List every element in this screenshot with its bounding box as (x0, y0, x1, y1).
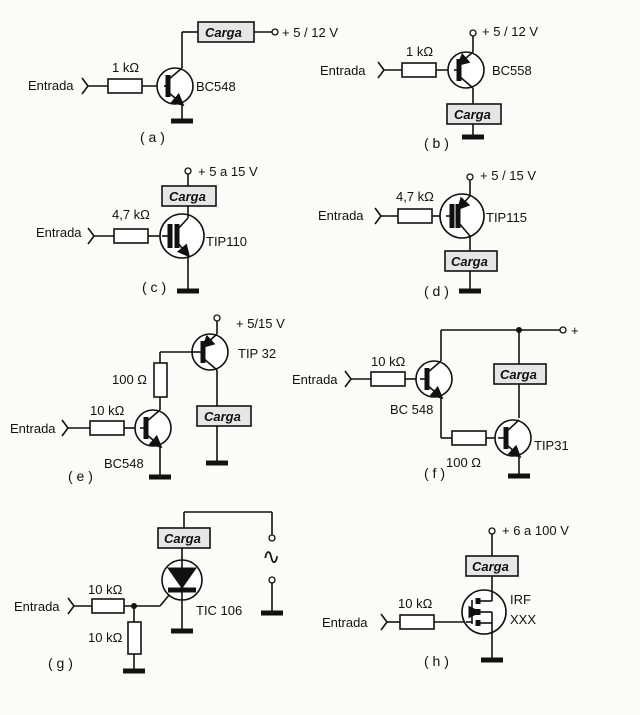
caption-f: ( f ) (424, 465, 445, 481)
base-resistor-d (397, 208, 433, 224)
input-label-g: Entrada (14, 599, 60, 614)
load-label-g: Carga (164, 531, 201, 546)
ac-symbol-g: ∿ (262, 544, 280, 569)
load-box-f (493, 363, 547, 385)
device-label-h-1: IRF (510, 592, 531, 607)
supply-label-h: + 6 a 100 V (502, 523, 569, 538)
supply-label-f: + (571, 323, 579, 338)
transistor-2-label-f: TIP31 (534, 438, 569, 453)
load-box-d (444, 250, 498, 272)
series-resistor-value-g: 10 kΩ (88, 582, 123, 597)
caption-d: ( d ) (424, 283, 449, 299)
shunt-resistor-g (127, 621, 142, 655)
supply-label-e: + 5/15 V (236, 316, 285, 331)
supply-terminal-f (559, 326, 567, 334)
input-label-f: Entrada (292, 372, 338, 387)
load-label-h: Carga (472, 559, 509, 574)
input-connector-f (344, 370, 352, 388)
series-resistor-g (91, 598, 125, 614)
input-connector-h (380, 613, 388, 631)
input-connector-b (377, 61, 385, 79)
supply-label-d: + 5 / 15 V (480, 168, 536, 183)
base-resistor-value-b: 1 kΩ (406, 44, 433, 59)
load-box-e (196, 405, 252, 427)
input-label-b: Entrada (320, 63, 366, 78)
circuit-b: Entrada 1 kΩ + 5 / 12 V BC558 Carga ( b … (320, 24, 538, 151)
mid-resistor-value-f: 100 Ω (446, 455, 481, 470)
supply-terminal-b (469, 29, 477, 37)
transistor-label-c: TIP110 (206, 234, 247, 249)
shunt-resistor-value-g: 10 kΩ (88, 630, 123, 645)
transistor-2-label-e: TIP 32 (238, 346, 276, 361)
load-label-d: Carga (451, 254, 488, 269)
circuit-d: Entrada 4,7 kΩ + 5 / 15 V TIP115 Carga (… (318, 168, 536, 299)
input-connector-a (81, 77, 89, 95)
supply-terminal-e (213, 314, 221, 322)
base-resistor-value-c: 4,7 kΩ (112, 207, 150, 222)
transistor-label-b: BC558 (492, 63, 532, 78)
ac-terminal-top-g (268, 534, 276, 542)
base-resistor-c (113, 228, 149, 244)
device-label-g: TIC 106 (196, 603, 242, 618)
load-label-f: Carga (500, 367, 537, 382)
base-resistor-e (89, 420, 125, 436)
input-label-a: Entrada (28, 78, 74, 93)
mid-resistor-value-e: 100 Ω (112, 372, 147, 387)
transistor-1-label-f: BC 548 (390, 402, 433, 417)
circuit-f: Entrada 10 kΩ + BC 548 100 Ω Carga TIP31… (292, 323, 579, 481)
input-label-e: Entrada (10, 421, 56, 436)
input-label-d: Entrada (318, 208, 364, 223)
base-resistor-value-f: 10 kΩ (371, 354, 406, 369)
base-resistor-a (107, 78, 143, 94)
base-resistor-value-d: 4,7 kΩ (396, 189, 434, 204)
ac-terminal-bottom-g (268, 576, 276, 584)
caption-e: ( e ) (68, 468, 93, 484)
base-resistor-b (401, 62, 437, 78)
caption-g: ( g ) (48, 655, 73, 671)
supply-terminal-c (184, 167, 192, 175)
circuit-h: Entrada 10 kΩ Carga + 6 a 100 V IRF XXX … (322, 523, 569, 669)
input-connector-g (67, 597, 75, 615)
caption-a: ( a ) (140, 129, 165, 145)
circuit-g: Entrada 10 kΩ 10 kΩ TIC 106 Carga ∿ ( g … (14, 511, 283, 674)
load-box-c (161, 185, 217, 207)
caption-b: ( b ) (424, 135, 449, 151)
transistor-label-d: TIP115 (486, 210, 527, 225)
base-resistor-f (370, 371, 406, 387)
supply-label-a: + 5 / 12 V (282, 25, 338, 40)
load-label-a: Carga (205, 25, 242, 40)
device-label-h-2: XXX (510, 612, 536, 627)
circuit-a: Entrada 1 kΩ Carga + 5 / 12 V BC548 ( a … (28, 21, 338, 145)
transistor-1-label-e: BC548 (104, 456, 144, 471)
input-connector-c (87, 227, 95, 245)
load-label-e: Carga (204, 409, 241, 424)
circuit-e: Entrada 10 kΩ 100 Ω BC548 + 5/15 V TIP 3… (10, 314, 285, 484)
input-label-c: Entrada (36, 225, 82, 240)
base-resistor-value-a: 1 kΩ (112, 60, 139, 75)
circuit-c: Entrada 4,7 kΩ Carga + 5 a 15 V TIP110 (… (36, 164, 258, 295)
mid-resistor-f (451, 430, 487, 446)
gate-resistor-h (399, 614, 435, 630)
input-label-h: Entrada (322, 615, 368, 630)
supply-terminal-a (271, 28, 279, 36)
transistor-label-a: BC548 (196, 79, 236, 94)
input-connector-e (61, 419, 69, 437)
caption-c: ( c ) (142, 279, 166, 295)
mid-resistor-e (153, 362, 168, 398)
supply-terminal-d (466, 173, 474, 181)
supply-label-c: + 5 a 15 V (198, 164, 258, 179)
input-connector-d (374, 207, 382, 225)
load-box-b (446, 103, 502, 125)
gate-resistor-value-h: 10 kΩ (398, 596, 433, 611)
base-resistor-value-e: 10 kΩ (90, 403, 125, 418)
supply-label-b: + 5 / 12 V (482, 24, 538, 39)
supply-terminal-h (488, 527, 496, 535)
load-label-b: Carga (454, 107, 491, 122)
load-label-c: Carga (169, 189, 206, 204)
caption-h: ( h ) (424, 653, 449, 669)
